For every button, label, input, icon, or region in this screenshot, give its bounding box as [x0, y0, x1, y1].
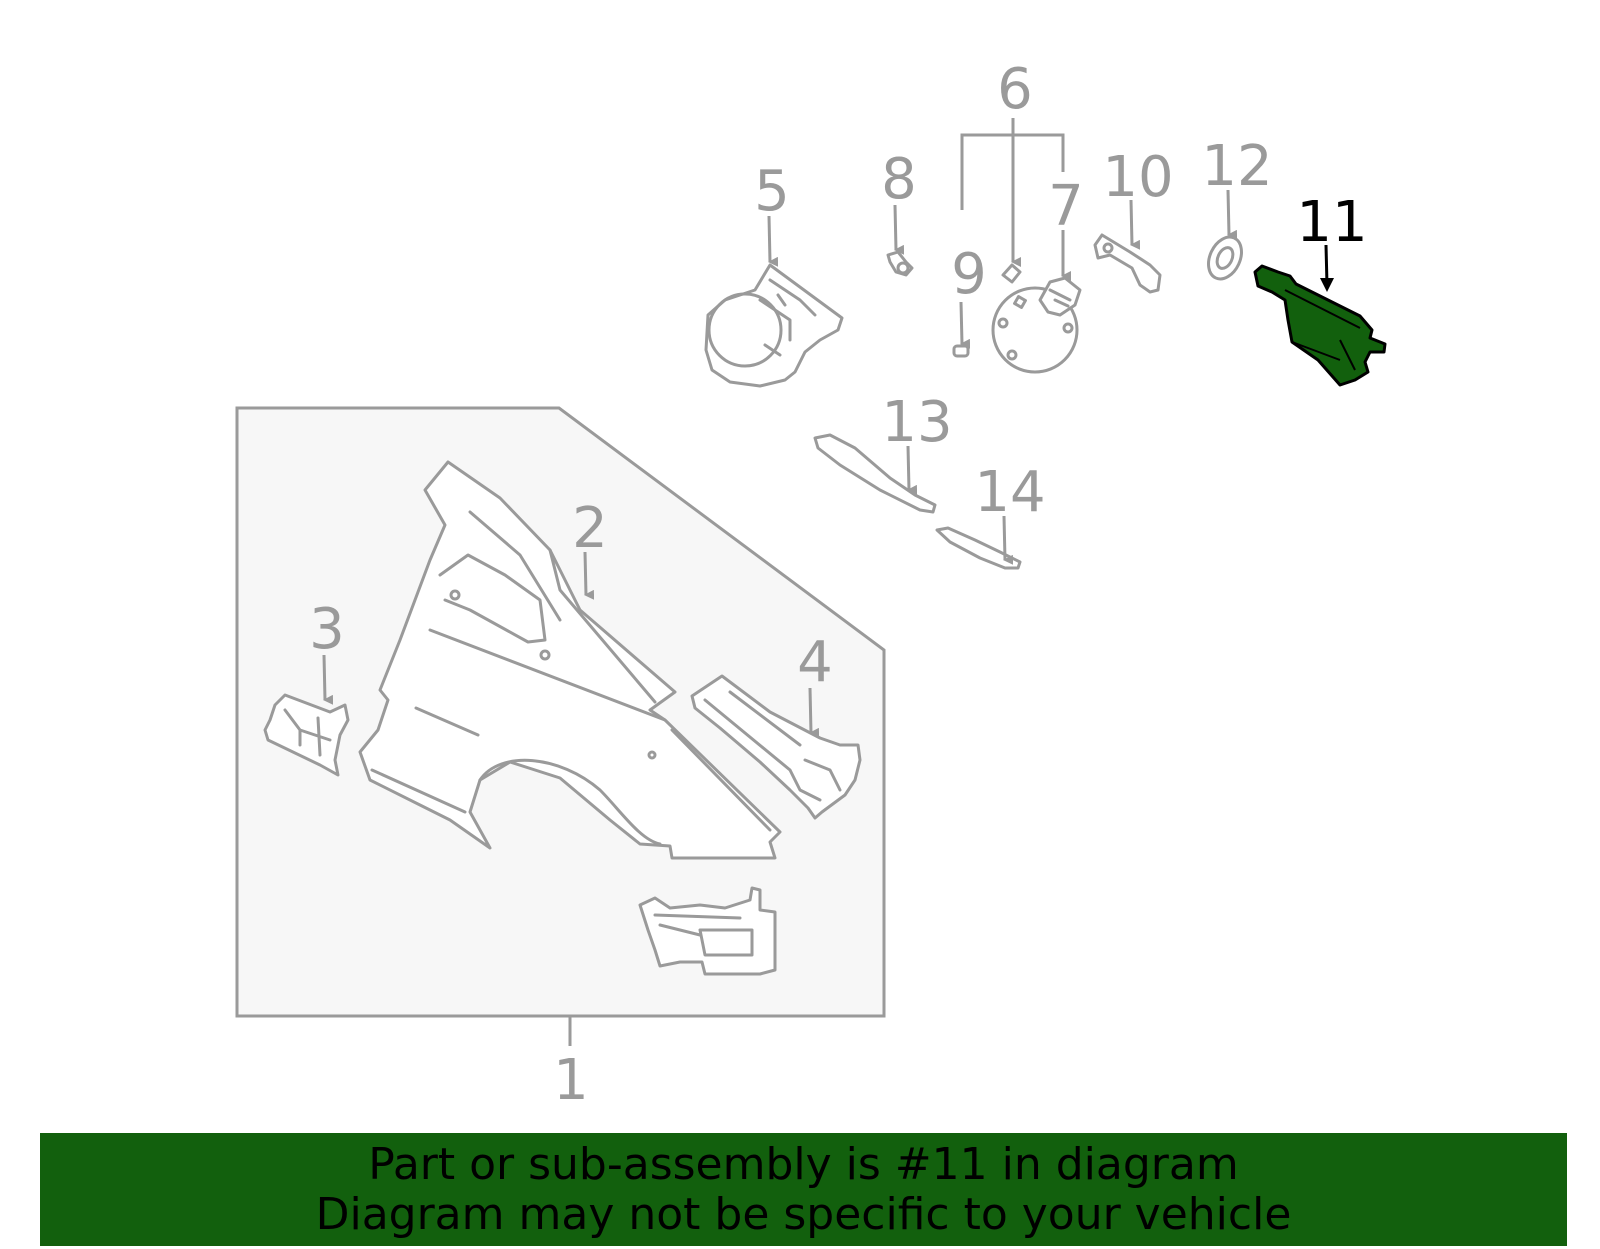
callout-5: 5: [754, 159, 790, 224]
clip-part-9: [952, 344, 970, 358]
bracket-part-3: [263, 693, 350, 777]
info-banner: Part or sub-assembly is #11 in diagram D…: [40, 1133, 1567, 1246]
quarter-panel-part: [358, 460, 782, 860]
trim-strip-part-14: [935, 526, 1022, 570]
hinge-piece-part-6: [1001, 263, 1022, 284]
banner-line-1: Part or sub-assembly is #11 in diagram: [368, 1138, 1239, 1190]
grommet-part-12: [1207, 235, 1243, 281]
callout-14: 14: [974, 460, 1045, 525]
leader-lines: [322, 118, 1238, 1046]
highlight-leader: [1320, 244, 1334, 292]
callout-11: 11: [1296, 190, 1367, 255]
hinge-arm-part-10: [1093, 233, 1162, 294]
lower-bracket-part: [638, 886, 777, 976]
banner-line-2: Diagram may not be specific to your vehi…: [315, 1188, 1292, 1240]
callout-10: 10: [1102, 145, 1173, 210]
callout-2: 2: [572, 496, 608, 561]
callout-3: 3: [309, 597, 345, 662]
rear-extension-part-4: [690, 674, 862, 820]
fuel-door-part-7: [991, 276, 1082, 374]
callout-8: 8: [881, 147, 917, 212]
trim-strip-part-13: [813, 433, 937, 514]
callout-4: 4: [797, 630, 833, 695]
callout-6: 6: [997, 57, 1033, 122]
callout-7: 7: [1048, 174, 1084, 239]
callout-1: 1: [553, 1048, 589, 1113]
fuel-door-actuator-part-11: [1253, 264, 1387, 387]
fuel-filler-housing-part-5: [704, 263, 844, 388]
callout-9: 9: [951, 242, 987, 307]
fastener-part-8: [886, 250, 914, 277]
callout-13: 13: [881, 390, 952, 455]
callout-12: 12: [1201, 134, 1272, 199]
